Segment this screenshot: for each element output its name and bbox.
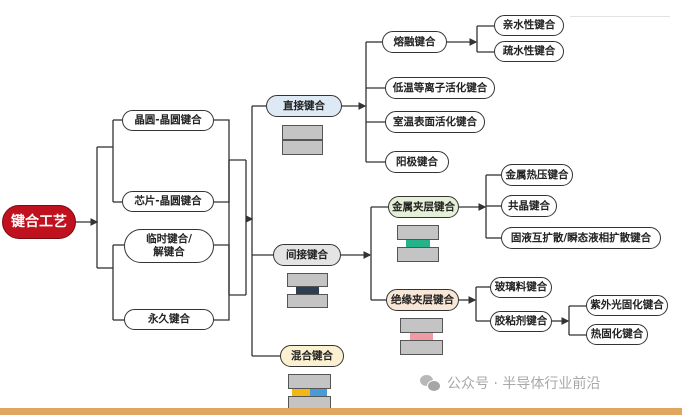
interlayer <box>296 287 319 294</box>
node-room-temp-surface-bonding: 室温表面活化键合 <box>385 111 485 133</box>
node-label: 金属热压键合 <box>505 168 569 181</box>
node-label: 热固化键合 <box>590 328 644 340</box>
node-label: 间接键合 <box>286 248 328 261</box>
node-metal-thermocompression: 金属热压键合 <box>501 164 573 186</box>
hybrid-interlayer-right <box>310 389 327 396</box>
node-permanent-bonding: 永久键合 <box>124 309 214 330</box>
bottom-accent-bar <box>0 408 682 415</box>
node-metal-interlayer-bonding: 金属夹层键合 <box>388 196 459 218</box>
node-uv-curing-bonding: 紫外光固化键合 <box>586 295 668 316</box>
top-wafer-slab <box>287 273 328 287</box>
bottom-wafer-slab <box>287 294 328 308</box>
node-direct-bonding: 直接键合 <box>266 95 342 117</box>
node-insulating-interlayer-bonding: 绝缘夹层键合 <box>386 289 459 311</box>
node-label: 玻璃料键合 <box>494 281 548 293</box>
bottom-wafer-slab <box>400 340 443 355</box>
node-label: 金属夹层键合 <box>392 200 455 213</box>
node-slid-tlp-bonding: 固液互扩散/瞬态液相扩散键合 <box>501 227 661 249</box>
node-hydrophobic-bonding: 疏水性键合 <box>494 41 564 62</box>
node-temporary-bonding: 临时键合/解键合 <box>124 229 214 263</box>
node-label: 晶圆-晶圆键合 <box>134 114 202 126</box>
node-label: 紫外光固化键合 <box>590 299 664 311</box>
node-hybrid-bonding: 混合键合 <box>280 345 344 367</box>
bottom-wafer-slab <box>282 140 323 155</box>
node-low-temp-plasma-bonding: 低温等离子活化键合 <box>385 77 495 99</box>
node-label: 胶粘剂键合 <box>494 315 548 327</box>
node-eutectic-bonding: 共晶键合 <box>501 195 557 217</box>
node-label: 共晶键合 <box>508 199 550 212</box>
node-wafer-to-wafer: 晶圆-晶圆键合 <box>122 110 214 131</box>
node-label: 永久键合 <box>148 313 190 325</box>
watermark-text: 公众号 · 半导体行业前沿 <box>447 376 601 392</box>
node-label: 疏水性键合 <box>502 45 556 57</box>
top-wafer-slab <box>400 318 443 333</box>
root-node-bonding-process: 键合工艺 <box>2 205 76 239</box>
node-label: 熔融键合 <box>393 35 436 48</box>
insulating-interlayer <box>410 333 433 340</box>
top-wafer-slab <box>397 225 439 240</box>
node-chip-to-wafer: 芯片-晶圆键合 <box>122 191 214 212</box>
node-glass-frit-bonding: 玻璃料键合 <box>490 277 552 298</box>
node-label: 混合键合 <box>291 349 333 362</box>
top-rule <box>570 16 670 17</box>
node-label: 固液互扩散/瞬态液相扩散键合 <box>510 231 652 244</box>
top-wafer-slab <box>282 125 323 140</box>
node-label: 亲水性键合 <box>502 19 556 31</box>
node-fusion-bonding: 熔融键合 <box>382 31 447 53</box>
node-label: 绝缘夹层键合 <box>391 293 454 306</box>
node-hydrophilic-bonding: 亲水性键合 <box>494 15 564 36</box>
node-adhesive-bonding: 胶粘剂键合 <box>490 311 552 332</box>
top-wafer-slab <box>288 374 331 389</box>
hybrid-interlayer-left <box>292 389 310 396</box>
node-label: 临时键合/解键合 <box>146 233 192 258</box>
root-label: 键合工艺 <box>11 213 67 230</box>
node-anodic-bonding: 阳极键合 <box>385 151 449 173</box>
node-label: 低温等离子活化键合 <box>392 81 488 94</box>
node-label: 芯片-晶圆键合 <box>134 195 202 207</box>
metal-interlayer <box>406 240 430 247</box>
node-label: 直接键合 <box>283 99 325 112</box>
wechat-icon <box>420 375 442 392</box>
node-label: 阳极键合 <box>396 155 438 168</box>
node-indirect-bonding: 间接键合 <box>273 244 341 266</box>
node-thermal-curing-bonding: 热固化键合 <box>586 324 648 345</box>
watermark: 公众号 · 半导体行业前沿 <box>420 373 600 393</box>
bottom-wafer-slab <box>397 247 439 262</box>
node-label: 室温表面活化键合 <box>393 115 477 128</box>
